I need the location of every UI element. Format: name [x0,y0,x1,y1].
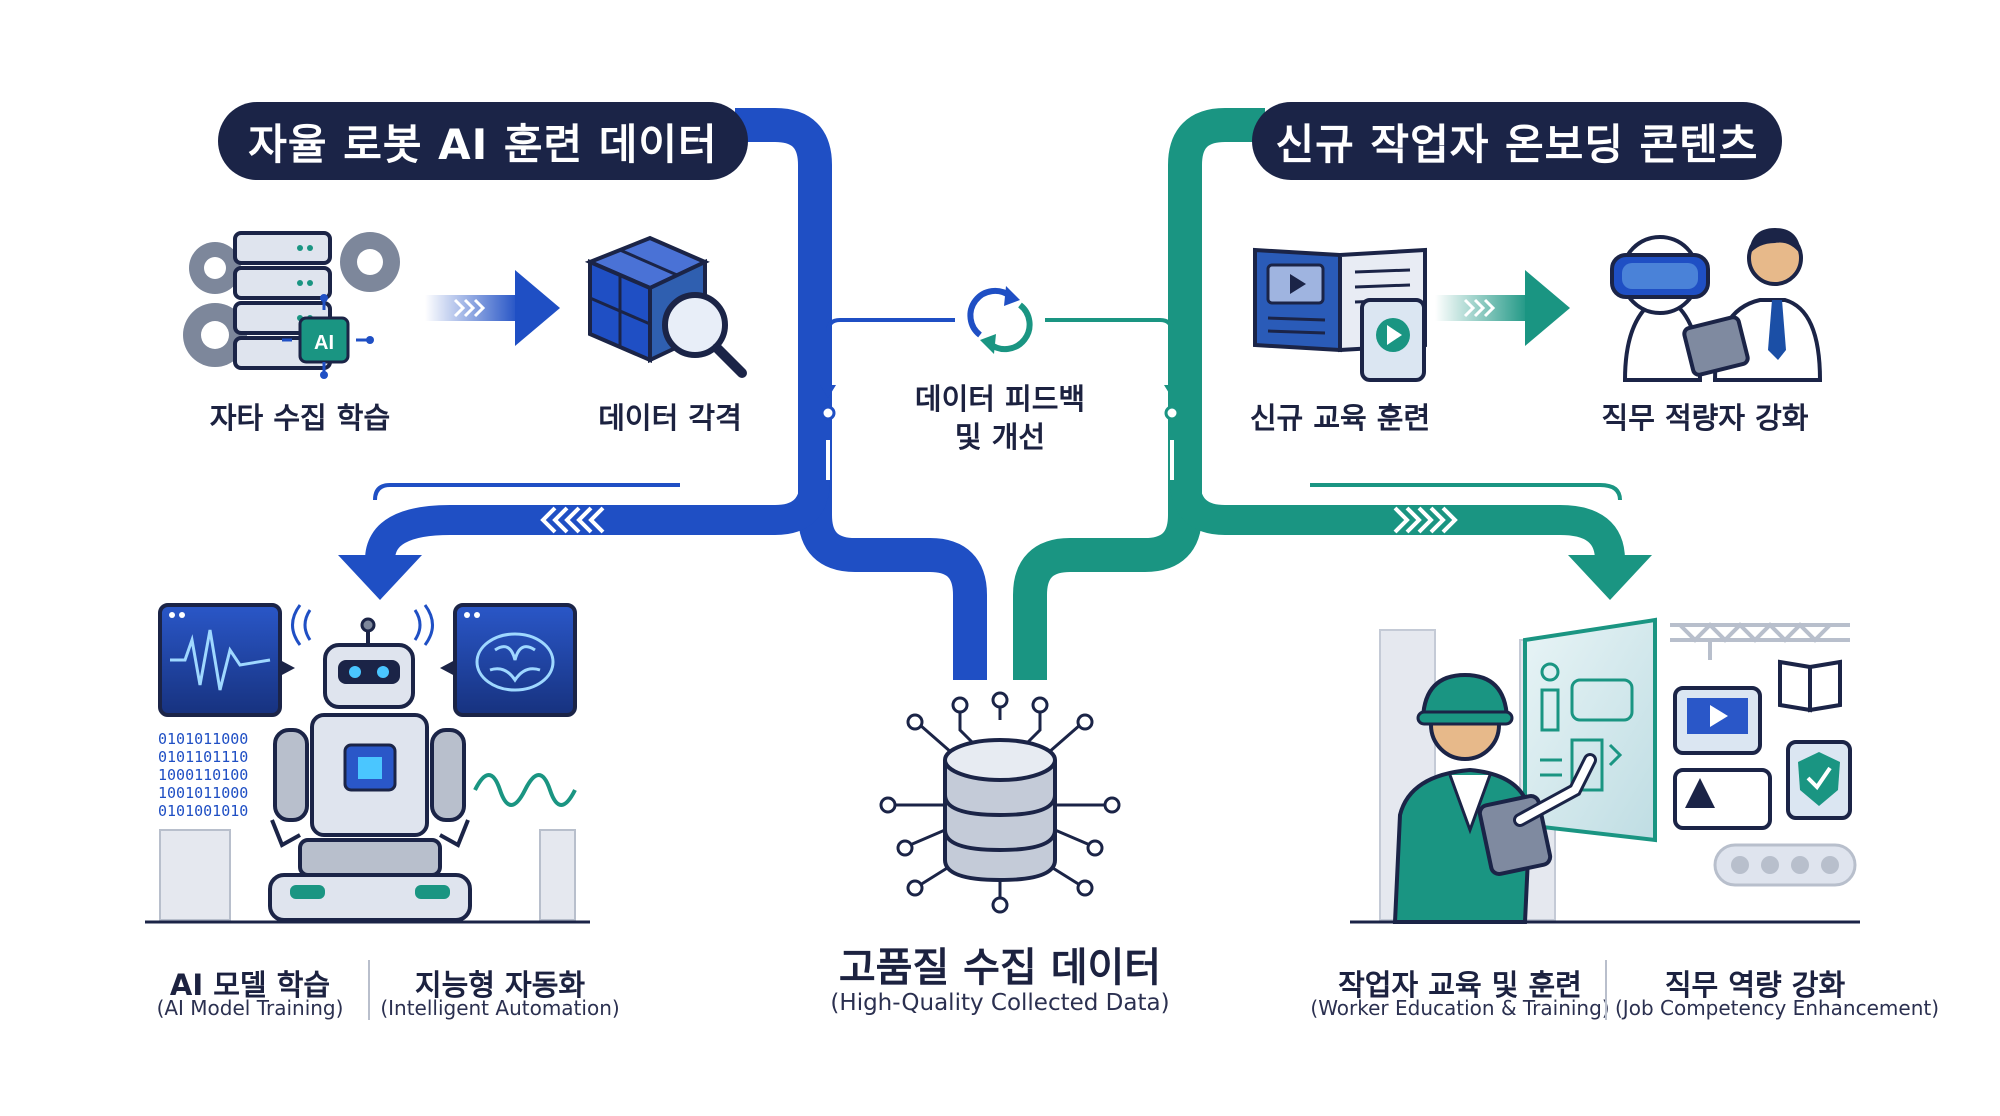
right-section-title: 신규 작업자 온보딩 콘텐츠 [1252,102,1782,180]
left-section-title: 자율 로봇 AI 훈련 데이터 [218,102,748,180]
binary-line: 0101101110 [158,748,248,766]
server-gear-icon: AI [183,231,400,379]
right-outcome2-label: 직무 역량 강화 [1664,968,1846,1002]
left-outcome1-sub: (AI Model Training) [156,996,344,1020]
teal-flow-pipe [1013,108,1652,680]
left-outcome2-label: 지능형 자동화 [414,968,586,1002]
feedback-label-line1: 데이터 피드백 [914,382,1086,416]
left-step-arrow [425,270,560,346]
right-outcome1-label: 작업자 교육 및 훈련 [1338,968,1582,1002]
left-outcome1-label: AI 모델 학습 [169,968,331,1002]
data-cube-magnifier-icon [584,235,747,378]
database-hub-icon [879,691,1121,914]
right-step2-label: 직무 적량자 강화 [1601,401,1809,435]
right-step-arrow [1435,270,1570,346]
open-book-video-icon [1253,247,1427,382]
hub-title: 고품질 수집 데이터 [838,945,1162,991]
right-step1-label: 신규 교육 훈련 [1249,401,1431,435]
binary-line: 1000110100 [158,766,248,784]
feedback-lines [820,318,1180,480]
binary-line: 1001011000 [158,784,248,802]
binary-code-text: 0101011000 0101101110 1000110100 1001011… [158,730,248,820]
hub-subtitle: (High-Quality Collected Data) [830,990,1170,1016]
worker-training-scene [1350,617,1860,924]
right-outcome1-sub: (Worker Education & Training) [1310,996,1610,1020]
left-step2-label: 데이터 각격 [598,401,742,435]
binary-line: 0101001010 [158,802,248,820]
left-step1-label: 자타 수집 학습 [209,401,391,435]
left-outcome2-sub: (Intelligent Automation) [380,996,620,1020]
binary-line: 0101011000 [158,730,248,748]
refresh-cycle-icon [967,286,1033,354]
blue-flow-pipe [338,108,987,680]
feedback-label-line2: 및 개선 [954,420,1046,454]
robot-scene [145,603,590,924]
right-outcome2-sub: (Job Competency Enhancement) [1615,996,1940,1020]
left-outcome-divider [368,960,370,1020]
worker-tablet-person-icon [1682,228,1823,382]
ai-chip-label: AI [314,332,334,354]
right-outcome-divider [1605,960,1607,1020]
